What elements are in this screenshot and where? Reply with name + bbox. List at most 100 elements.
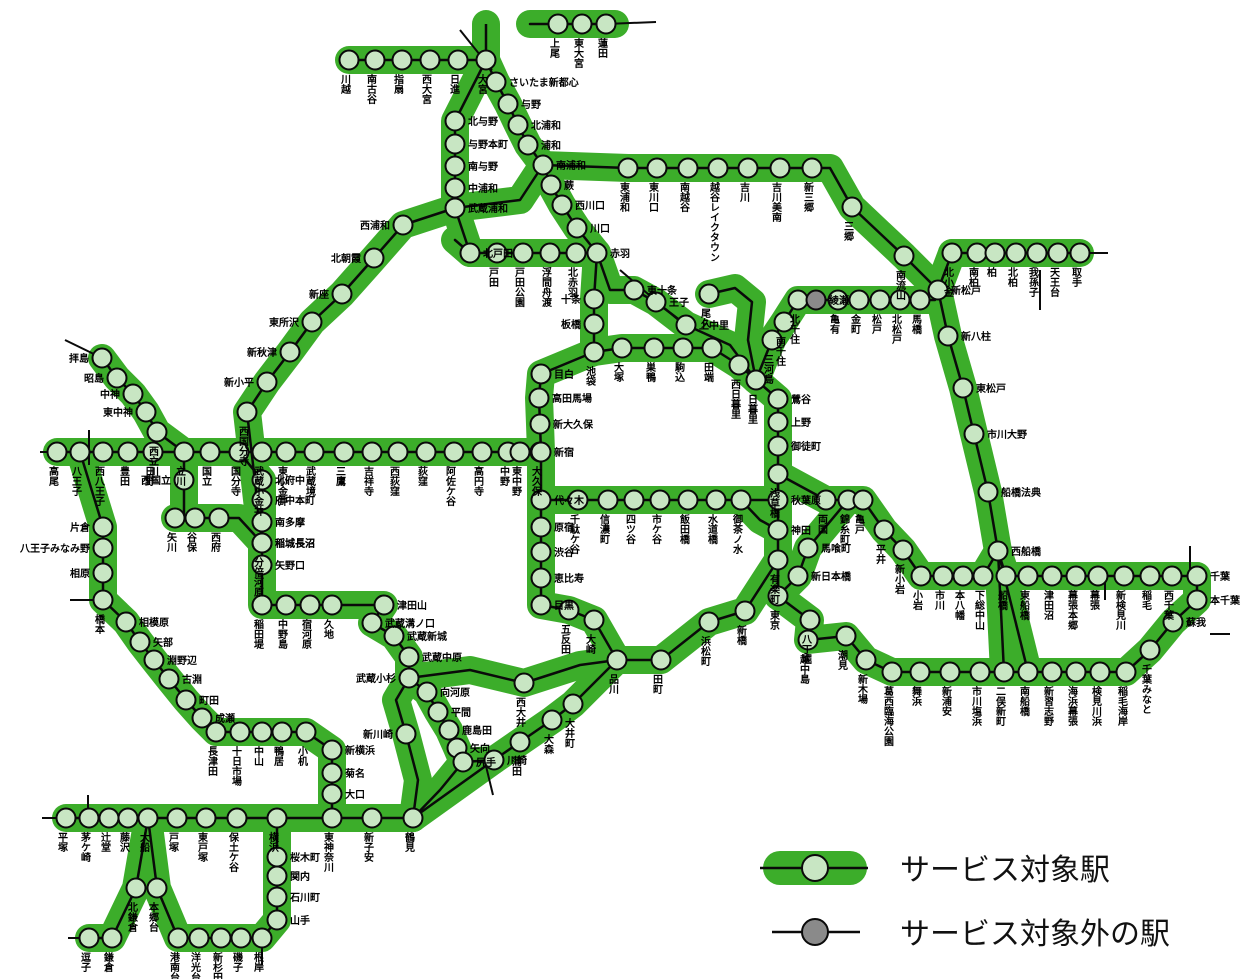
station-marker[interactable]: 新小平 [256, 371, 278, 393]
station-marker[interactable]: 矢川 [164, 507, 186, 529]
station-marker[interactable]: 昭島 [106, 367, 128, 389]
station-marker[interactable]: 川崎 [483, 749, 505, 771]
station-marker[interactable]: 千駄ケ谷 [567, 489, 589, 511]
station-marker[interactable]: 武蔵新城 [383, 625, 405, 647]
station-marker[interactable]: 高円寺 [471, 441, 493, 463]
station-marker[interactable]: 荻窪 [415, 441, 437, 463]
station-marker[interactable]: 新橋 [734, 600, 756, 622]
station-marker[interactable]: 東中野 [509, 441, 531, 463]
station-marker[interactable]: 西日暮里 [728, 354, 750, 376]
station-marker[interactable]: 戸塚 [166, 807, 188, 829]
station-marker[interactable]: 南千住 [773, 311, 795, 333]
station-marker[interactable]: 日野 [142, 441, 164, 463]
station-marker[interactable]: 浦和 [517, 134, 539, 156]
station-marker[interactable]: 日暮里 [745, 369, 767, 391]
station-marker[interactable]: 上野 [767, 411, 789, 433]
station-marker[interactable]: 山手 [266, 909, 288, 931]
station-marker[interactable]: 西国立 [173, 469, 195, 491]
station-marker[interactable]: 向河原 [416, 681, 438, 703]
station-marker[interactable]: 新検見川 [1113, 565, 1135, 587]
station-marker[interactable]: 稲毛 [1139, 565, 1161, 587]
station-marker[interactable]: 西立川 [146, 421, 168, 443]
station-marker[interactable]: 西船橋 [987, 540, 1009, 562]
station-marker[interactable]: 東中神 [135, 401, 157, 423]
station-marker[interactable]: 尾久 [698, 283, 720, 305]
station-marker[interactable]: 阿佐ケ谷 [443, 441, 465, 463]
station-marker[interactable]: 大宮 [475, 49, 497, 71]
non-service-station-marker[interactable]: 綾瀬 [805, 289, 827, 311]
station-marker[interactable]: 蒲田 [509, 731, 531, 753]
station-marker[interactable]: 洋光台 [188, 927, 210, 949]
station-marker[interactable]: 本千葉 [1186, 589, 1208, 611]
station-marker[interactable]: 取手 [1069, 242, 1091, 264]
station-marker[interactable]: 原宿 [530, 516, 552, 538]
station-marker[interactable]: 宿河原 [299, 594, 321, 616]
station-marker[interactable]: 小岩 [910, 565, 932, 587]
station-marker[interactable]: 新川崎 [395, 723, 417, 745]
station-marker[interactable]: 東川口 [646, 157, 668, 179]
station-marker[interactable]: 四ツ谷 [623, 489, 645, 511]
station-marker[interactable]: 西国分寺 [236, 401, 258, 423]
station-marker[interactable]: 西浦和 [392, 214, 414, 236]
station-marker[interactable]: 新横浜 [321, 739, 343, 761]
station-marker[interactable]: 新習志野 [1041, 661, 1063, 683]
station-marker[interactable]: 平井 [873, 519, 895, 541]
station-marker[interactable]: 新宿 [530, 441, 552, 463]
station-marker[interactable]: 神田 [767, 519, 789, 541]
station-marker[interactable]: 馬喰町 [797, 537, 819, 559]
station-marker[interactable]: 亀戸 [852, 489, 874, 511]
station-marker[interactable]: 有楽町 [767, 549, 789, 571]
station-marker[interactable]: 十日市場 [229, 721, 251, 743]
station-marker[interactable]: 南越谷 [677, 157, 699, 179]
station-marker[interactable]: 五反田 [558, 599, 580, 621]
station-marker[interactable]: 西大井 [513, 672, 535, 694]
station-marker[interactable]: 菊名 [321, 762, 343, 784]
station-marker[interactable]: 両国 [815, 489, 837, 511]
station-marker[interactable]: 相原 [92, 562, 114, 584]
station-marker[interactable]: 成瀬 [191, 707, 213, 729]
station-marker[interactable]: 板橋 [583, 313, 605, 335]
station-marker[interactable]: 吉川 [737, 157, 759, 179]
station-marker[interactable]: 稲毛海岸 [1115, 661, 1137, 683]
station-marker[interactable]: 舞浜 [909, 661, 931, 683]
station-marker[interactable]: 鹿島田 [438, 719, 460, 741]
station-marker[interactable]: 平間 [427, 701, 449, 723]
station-marker[interactable]: 飯田橋 [677, 489, 699, 511]
station-marker[interactable]: 市川 [932, 565, 954, 587]
station-marker[interactable]: 上中里 [675, 314, 697, 336]
station-marker[interactable]: 北朝霞 [363, 247, 385, 269]
station-marker[interactable]: 北柏 [1005, 242, 1027, 264]
station-marker[interactable]: 新子安 [361, 807, 383, 829]
station-marker[interactable]: 御徒町 [767, 435, 789, 457]
station-marker[interactable]: 天王台 [1047, 242, 1069, 264]
station-marker[interactable]: 淵野辺 [143, 649, 165, 671]
station-marker[interactable]: 田町 [650, 649, 672, 671]
station-marker[interactable]: 恵比寿 [530, 567, 552, 589]
station-marker[interactable]: 川口 [566, 217, 588, 239]
station-marker[interactable]: 金町 [848, 289, 870, 311]
station-marker[interactable]: 北鎌倉 [125, 877, 147, 899]
station-marker[interactable]: 馬橋 [909, 289, 931, 311]
station-marker[interactable]: 御茶ノ水 [730, 489, 752, 511]
station-marker[interactable]: 浜松町 [698, 611, 720, 633]
station-marker[interactable]: 片倉 [92, 516, 114, 538]
station-marker[interactable]: 高田馬場 [528, 387, 550, 409]
station-marker[interactable]: 川越 [338, 49, 360, 71]
station-marker[interactable]: 巣鴨 [643, 337, 665, 359]
station-marker[interactable]: 吉祥寺 [361, 441, 383, 463]
station-marker[interactable]: 東浦和 [617, 157, 639, 179]
station-marker[interactable]: 西府 [208, 507, 230, 529]
station-marker[interactable]: 北小金 [941, 242, 963, 264]
station-marker[interactable]: 秋葉原 [767, 489, 789, 511]
station-marker[interactable]: 新座 [331, 283, 353, 305]
station-marker[interactable]: 北千住 [787, 289, 809, 311]
station-marker[interactable]: 中神 [122, 383, 144, 405]
station-marker[interactable]: 武蔵溝ノ口 [361, 612, 383, 634]
station-marker[interactable]: 港南台 [167, 927, 189, 949]
station-marker[interactable]: 北戸田 [459, 242, 481, 264]
station-marker[interactable]: 千葉 [1186, 565, 1208, 587]
station-marker[interactable]: 三郷 [841, 196, 863, 218]
station-marker[interactable]: 大井町 [562, 693, 584, 715]
station-marker[interactable]: 検見川浜 [1089, 661, 1111, 683]
station-marker[interactable]: 下総中山 [972, 565, 994, 587]
